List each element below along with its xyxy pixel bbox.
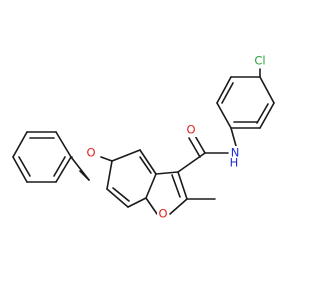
- atom-bg: [85, 146, 97, 160]
- atom-labels: Cl N H O O O: [85, 53, 270, 221]
- bond: [139, 149, 157, 175]
- furan-oxygen-label: O: [158, 207, 167, 221]
- bond: [259, 102, 275, 129]
- amide-nitrogen-label: N: [231, 146, 240, 160]
- bond: [18, 156, 31, 177]
- bond: [12, 156, 28, 183]
- bond: [145, 173, 157, 199]
- bond: [111, 149, 141, 162]
- bond: [127, 197, 147, 208]
- bond: [171, 174, 181, 198]
- bond: [12, 131, 28, 158]
- chlorine-label: Cl: [254, 54, 265, 68]
- bond: [216, 76, 232, 104]
- bond: [256, 103, 269, 124]
- bond: [106, 160, 113, 190]
- atom-bg: [228, 157, 240, 169]
- bond: [55, 131, 72, 158]
- molecule-diagram: Cl N H O O O: [12, 53, 275, 221]
- bond: [145, 197, 158, 215]
- carbonyl-oxygen-label: O: [186, 123, 195, 137]
- bond: [221, 82, 234, 104]
- bond: [139, 156, 152, 174]
- bond: [169, 198, 188, 215]
- bond: [53, 156, 66, 177]
- bond: [106, 188, 129, 208]
- bond: [188, 137, 201, 158]
- bond: [259, 76, 275, 104]
- atom-bg: [250, 53, 270, 67]
- amide-hydrogen-label: H: [230, 156, 239, 170]
- atom-bg: [157, 207, 169, 221]
- atom-bg: [229, 146, 241, 160]
- bonds: [12, 68, 275, 215]
- bond: [216, 102, 232, 129]
- bond: [70, 156, 90, 181]
- bond: [230, 127, 237, 147]
- bond: [193, 133, 206, 154]
- bond: [112, 187, 130, 202]
- bond: [100, 156, 113, 162]
- atom-bg: [185, 123, 197, 137]
- bond: [55, 156, 72, 183]
- bond: [177, 171, 188, 200]
- bond: [155, 171, 179, 175]
- bond: [177, 152, 206, 173]
- ether-oxygen-label: O: [86, 146, 95, 160]
